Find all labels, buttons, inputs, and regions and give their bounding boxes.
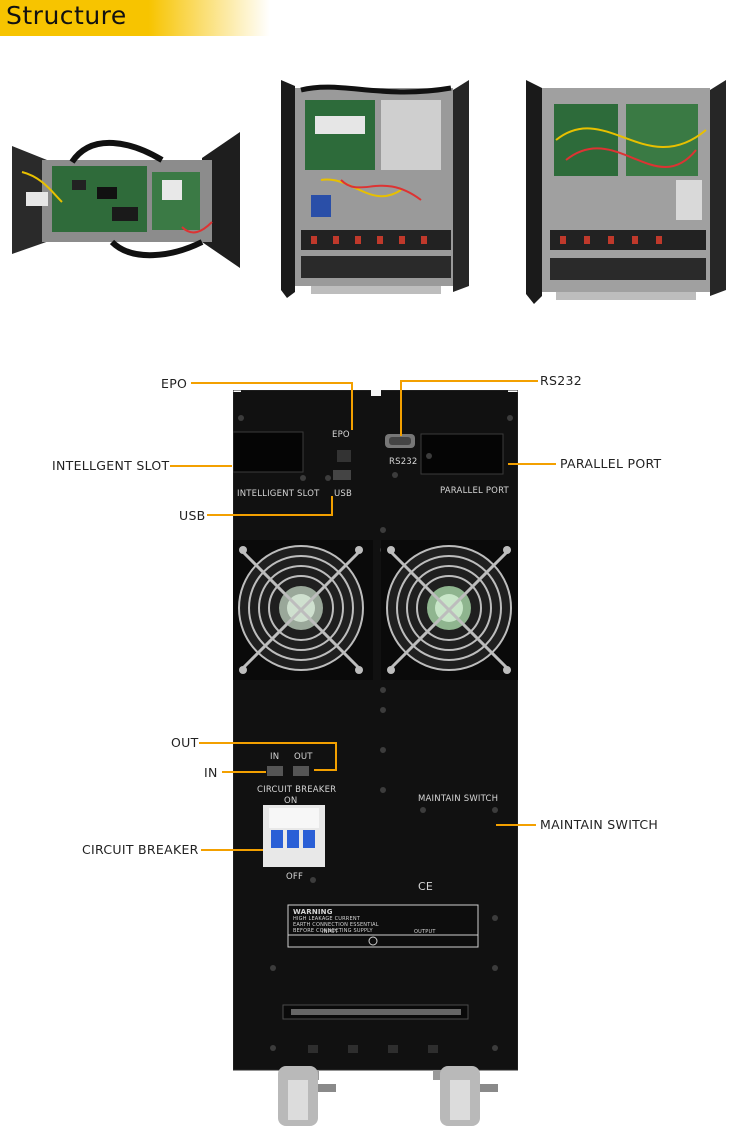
leader-in (222, 771, 266, 773)
callout-out: OUT (171, 735, 199, 750)
leader-rs232-h (400, 380, 538, 382)
callout-in: IN (204, 765, 218, 780)
callout-rs232: RS232 (540, 373, 582, 388)
leader-parallel-port (508, 463, 556, 465)
ups-rear-panel (232, 389, 519, 1080)
leader-usb-h (207, 514, 333, 516)
callout-intelligent-slot: INTELLGENT SLOT (52, 458, 170, 473)
callout-usb: USB (179, 508, 206, 523)
panel-circuit-breaker-print: CIRCUIT BREAKER (257, 785, 337, 795)
panel-epo-print: EPO (332, 430, 350, 440)
panel-warning-line1: HIGH LEAKAGE CURRENT (293, 916, 361, 922)
leader-out-v (335, 742, 337, 771)
callout-epo: EPO (161, 376, 188, 391)
cabinet-interior-photo-1 (281, 80, 469, 298)
panel-warning-title: WARNING (293, 908, 333, 916)
panel-warning-line2: EARTH CONNECTION ESSENTIAL (293, 922, 379, 928)
leader-usb-v (331, 496, 333, 516)
leader-circuit-breaker (201, 849, 263, 851)
leader-out-h (199, 742, 337, 744)
section-banner (0, 0, 270, 36)
board-photo (12, 132, 240, 268)
panel-on-print: ON (284, 796, 298, 806)
panel-rs232-print: RS232 (389, 457, 418, 467)
panel-ce-print: CE (418, 880, 434, 893)
callout-parallel-port: PARALLEL PORT (560, 456, 662, 471)
leader-epo-v (351, 382, 353, 430)
leader-out-h2 (314, 769, 337, 771)
panel-output-print: OUTPUT (414, 929, 436, 935)
cabinet-wheels (278, 1066, 498, 1126)
leader-rs232-v (400, 380, 402, 436)
panel-off-print: OFF (286, 872, 304, 882)
callout-maintain-switch: MAINTAIN SWITCH (540, 817, 659, 832)
panel-usb-print: USB (334, 489, 353, 499)
cabinet-interior-photo-2 (526, 80, 726, 304)
callout-circuit-breaker: CIRCUIT BREAKER (82, 842, 199, 857)
panel-parallel-port-print: PARALLEL PORT (440, 486, 509, 496)
panel-warning-line3: BEFORE CONNECTING SUPPLY (293, 928, 373, 934)
panel-maintain-switch-print: MAINTAIN SWITCH (418, 794, 499, 804)
leader-maintain-switch (496, 824, 536, 826)
panel-input-print: INPUT (322, 929, 338, 935)
page-title: Structure (6, 1, 127, 30)
panel-intelligent-slot-print: INTELLIGENT SLOT (237, 489, 320, 499)
leader-intelligent-slot (170, 465, 232, 467)
leader-epo-h (191, 382, 352, 384)
panel-in-print: IN (270, 752, 280, 762)
panel-out-print: OUT (294, 752, 313, 762)
